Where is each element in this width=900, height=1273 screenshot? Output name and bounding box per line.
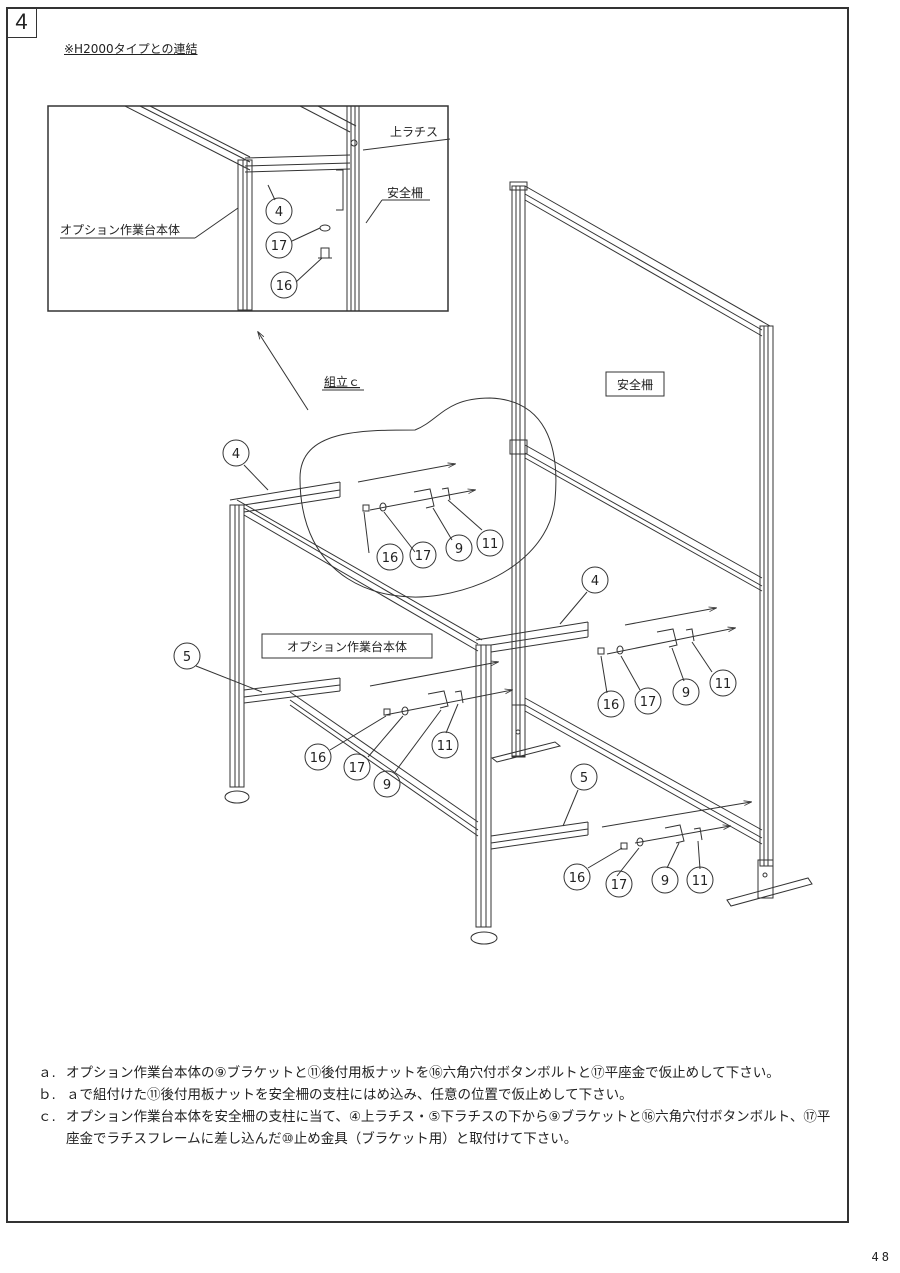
option-label-box	[261, 633, 433, 659]
safety-fence	[490, 181, 813, 907]
part-9-b: 9	[682, 686, 690, 701]
fence-label-box	[605, 371, 665, 397]
inset-part-16: 16	[276, 279, 293, 294]
instruction-b-text: ａで組付けた⑪後付用板ナットを安全柵の支柱にはめ込み、任意の位置で仮止めして下さ…	[66, 1087, 633, 1103]
hardware-group-lower-back	[304, 662, 512, 798]
instruction-a-text: オプション作業台本体の⑨ブラケットと⑪後付用板ナットを⑯六角穴付ボタンボルトと⑰…	[66, 1065, 780, 1081]
instruction-b-mark: ｂ.	[38, 1087, 56, 1103]
part-11-b: 11	[715, 677, 732, 692]
option-work-table	[224, 481, 589, 945]
hardware-group-upper-front	[597, 608, 736, 718]
inset-part-4: 4	[275, 205, 283, 220]
part-16-d: 16	[569, 871, 586, 886]
assembly-label: 組立ｃ	[324, 374, 360, 389]
instruction-a-mark: ａ.	[38, 1065, 56, 1081]
inset-upper-lattice-label: 上ラチス	[390, 125, 438, 139]
inset-option-body-label: オプション作業台本体	[60, 222, 180, 237]
step-number: 4	[7, 8, 37, 38]
part-17-d: 17	[611, 878, 628, 893]
part-4-upper-left: 4	[232, 447, 240, 462]
hardware-group-lower-front	[563, 802, 751, 898]
part-callouts	[173, 439, 609, 827]
instruction-c: ｃ. オプション作業台本体を安全柵の支柱に当て、④上ラチス・⑤下ラチスの下から⑨…	[38, 1106, 838, 1150]
page-frame	[6, 7, 849, 1223]
part-5-lower-left: 5	[183, 650, 191, 665]
instruction-c-text: オプション作業台本体を安全柵の支柱に当て、④上ラチス・⑤下ラチスの下から⑨ブラケ…	[66, 1109, 831, 1147]
part-11-a: 11	[482, 537, 499, 552]
fence-label: 安全柵	[617, 377, 653, 392]
instructions-list: ａ. オプション作業台本体の⑨ブラケットと⑪後付用板ナットを⑯六角穴付ボタンボル…	[38, 1062, 838, 1150]
instruction-c-mark: ｃ.	[38, 1109, 56, 1125]
part-5-lower-right: 5	[580, 771, 588, 786]
assembly-drawing: 4 17 16 上ラチス 安全柵 オプション作業台本体 組立ｃ	[47, 105, 813, 945]
part-11-c: 11	[437, 739, 454, 754]
inset-part-17: 17	[271, 239, 288, 254]
part-11-d: 11	[692, 874, 709, 889]
inset-pointer-arrow	[258, 332, 309, 411]
part-17-c: 17	[349, 761, 366, 776]
inset-safety-fence-label: 安全柵	[387, 185, 423, 200]
part-16-c: 16	[310, 751, 327, 766]
inset-detail	[47, 105, 451, 312]
instruction-b: ｂ. ａで組付けた⑪後付用板ナットを安全柵の支柱にはめ込み、任意の位置で仮止めし…	[38, 1084, 838, 1106]
option-label: オプション作業台本体	[287, 639, 407, 654]
part-17-a: 17	[415, 549, 432, 564]
part-16-b: 16	[603, 698, 620, 713]
part-4-upper-right: 4	[591, 574, 599, 589]
part-9-a: 9	[455, 542, 463, 557]
detail-callout-bubble	[299, 397, 557, 598]
part-17-b: 17	[640, 695, 657, 710]
page-number: 48	[871, 1250, 892, 1264]
subtitle: ※H2000タイプとの連結	[64, 42, 198, 56]
part-9-d: 9	[661, 874, 669, 889]
hardware-group-upper-back	[357, 464, 504, 571]
part-9-c: 9	[383, 778, 391, 793]
part-16-a: 16	[382, 551, 399, 566]
instruction-a: ａ. オプション作業台本体の⑨ブラケットと⑪後付用板ナットを⑯六角穴付ボタンボル…	[38, 1062, 838, 1084]
